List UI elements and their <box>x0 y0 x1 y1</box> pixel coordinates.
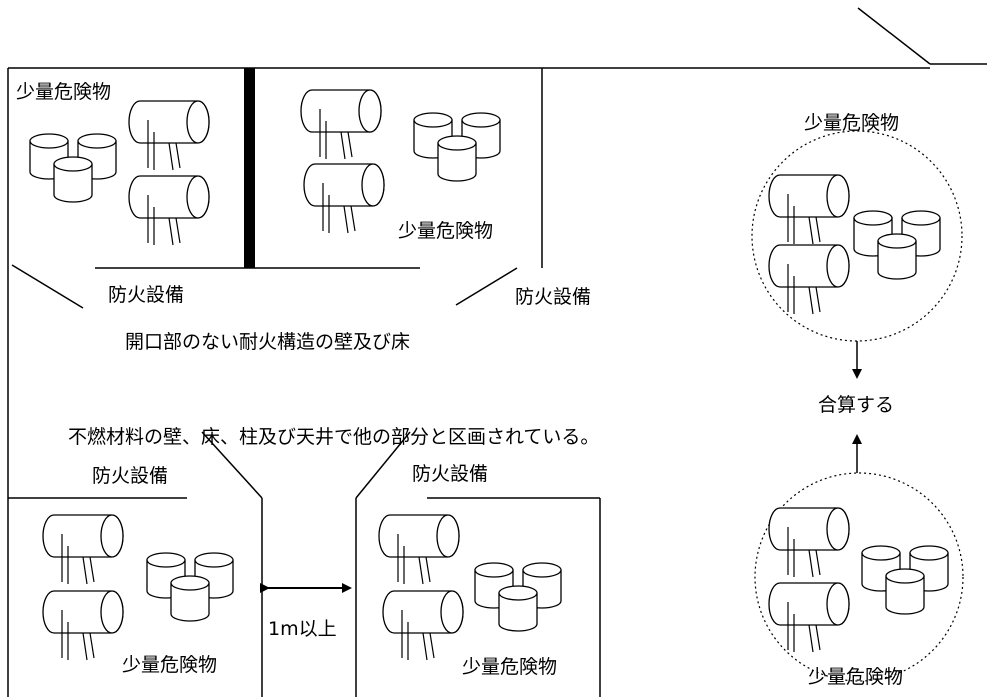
horizontal-drum-icon <box>128 175 210 246</box>
horizontal-drum-icon <box>303 163 385 234</box>
upper-right-fire-door <box>455 267 518 306</box>
horizontal-drum-icon <box>128 100 210 171</box>
building-corner-wall <box>857 7 931 65</box>
fire-equipment-label-lower-left: 防火設備 <box>92 465 169 487</box>
horizontal-drum-icon <box>42 590 124 661</box>
hazmat-label-lower-left: 少量危険物 <box>122 654 218 676</box>
horizontal-drum-icon <box>768 582 850 653</box>
horizontal-drum-icon <box>300 89 382 160</box>
horizontal-drum-icon <box>378 514 460 585</box>
horizontal-drum-icon <box>768 244 850 315</box>
storage-cans-icon <box>861 545 949 615</box>
storage-cans-icon <box>29 133 117 203</box>
horizontal-drum-icon <box>382 590 464 661</box>
fireproof-partition-wall <box>244 68 255 268</box>
upper-left-fire-door <box>11 264 84 309</box>
hazmat-label-circle-top: 少量危険物 <box>804 112 900 134</box>
hazmat-label-upper-left: 少量危険物 <box>16 81 112 103</box>
horizontal-drum-icon <box>42 514 124 585</box>
fire-equipment-label-lower-right: 防火設備 <box>412 463 489 485</box>
hazmat-label-circle-bottom: 少量危険物 <box>808 666 904 688</box>
fire-equipment-label-upper-left: 防火設備 <box>108 284 185 306</box>
horizontal-drum-icon <box>768 174 850 245</box>
upper-combined-circle <box>751 130 963 342</box>
storage-cans-icon <box>474 562 562 632</box>
noncombustible-partition-label: 不燃材料の壁、床、柱及び天井で他の部分と区画されている。 <box>68 426 600 448</box>
hazmat-label-upper-middle: 少量危険物 <box>398 220 494 242</box>
storage-cans-icon <box>853 210 941 280</box>
hazmat-label-lower-right: 少量危険物 <box>462 656 558 678</box>
fire-equipment-label-upper-right: 防火設備 <box>515 286 592 308</box>
horizontal-drum-icon <box>768 507 850 578</box>
combine-label: 合算する <box>818 394 895 416</box>
lower-combined-circle <box>754 472 964 682</box>
storage-cans-icon <box>146 552 234 622</box>
fireproof-wall-floor-label: 開口部のない耐火構造の壁及び床 <box>125 331 411 353</box>
storage-cans-icon <box>413 112 501 182</box>
lower-left-fire-door <box>201 431 263 499</box>
distance-label: 1m以上 <box>268 618 337 640</box>
lower-right-fire-door <box>355 431 411 499</box>
